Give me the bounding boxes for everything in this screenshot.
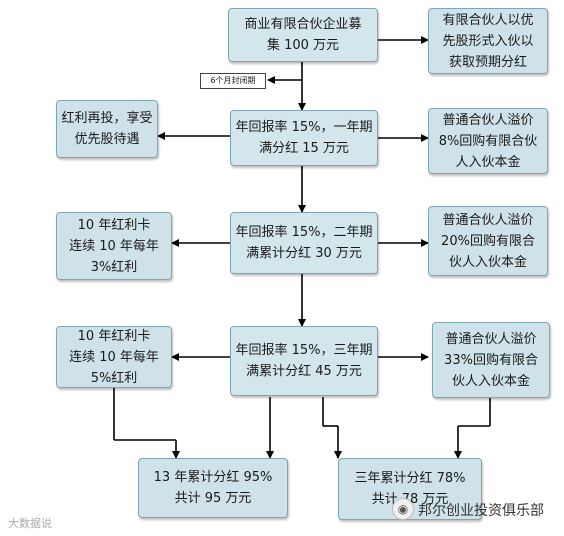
year1-box: 年回报率 15%，一年期 满分红 15 万元	[230, 110, 378, 166]
card-5pct-line-3: 5%红利	[90, 370, 138, 386]
buyback-8-box: 普通合伙人溢价 8%回购有限合伙 人入伙本金	[428, 108, 548, 174]
card-5pct-box: 10 年红利卡 连续 10 年每年 5%红利	[56, 326, 172, 388]
buyback-8-line-3: 人入伙本金	[455, 154, 521, 170]
year1-line-2: 满分红 15 万元	[259, 141, 349, 156]
start-box: 商业有限合伙企业募 集 100 万元	[228, 8, 378, 62]
card-3pct-line-2: 连续 10 年每年	[69, 238, 159, 254]
reinvest-line-1: 红利再投，享受	[61, 111, 153, 126]
year2-line-1: 年回报率 15%，二年期	[235, 225, 373, 240]
year2-box: 年回报率 15%，二年期 满累计分红 30 万元	[230, 212, 378, 274]
buyback-20-line-1: 普通合伙人溢价	[442, 212, 534, 228]
total-13yr-box: 13 年累计分红 95% 共计 95 万元	[138, 458, 288, 518]
buyback-20-line-3: 伙人入伙本金	[448, 254, 527, 270]
start-line-1: 商业有限合伙企业募	[244, 17, 362, 32]
year1-line-1: 年回报率 15%，一年期	[235, 120, 373, 135]
buyback-8-line-1: 普通合伙人溢价	[442, 112, 534, 128]
preferred-line-1: 有限合伙人以优	[442, 12, 534, 28]
lockup-tag: 6个月封闭期	[200, 73, 266, 89]
card-5pct-line-1: 10 年红利卡	[77, 328, 151, 344]
start-line-2: 集 100 万元	[266, 38, 340, 53]
preferred-line-2: 先股形式入伙以	[442, 33, 534, 49]
buyback-33-line-2: 33%回购有限合	[444, 352, 538, 368]
total-13yr-line-1: 13 年累计分红 95%	[153, 470, 273, 485]
total-3yr-line-2: 共计 78 万元	[371, 492, 449, 507]
year3-line-1: 年回报率 15%，三年期	[235, 343, 373, 358]
reinvest-line-2: 优先股待遇	[74, 132, 140, 147]
card-3pct-box: 10 年红利卡 连续 10 年每年 3%红利	[56, 212, 172, 280]
preferred-box: 有限合伙人以优 先股形式入伙以 获取预期分红	[428, 8, 548, 74]
year3-box: 年回报率 15%，三年期 满累计分红 45 万元	[230, 326, 378, 396]
reinvest-box: 红利再投，享受 优先股待遇	[56, 100, 158, 158]
year3-line-2: 满累计分红 45 万元	[246, 364, 362, 379]
buyback-8-line-2: 8%回购有限合伙	[438, 133, 538, 149]
card-3pct-line-1: 10 年红利卡	[77, 217, 151, 233]
buyback-33-box: 普通合伙人溢价 33%回购有限合 伙人入伙本金	[432, 322, 550, 398]
card-5pct-line-2: 连续 10 年每年	[69, 349, 159, 365]
buyback-33-line-3: 伙人入伙本金	[451, 373, 530, 389]
year2-line-2: 满累计分红 30 万元	[246, 246, 362, 261]
watermark-left: 大数据说	[8, 517, 52, 530]
buyback-20-line-2: 20%回购有限合	[441, 233, 535, 249]
watermark-right: 邦尔创业投资俱乐部	[418, 503, 544, 519]
buyback-33-line-1: 普通合伙人溢价	[445, 331, 537, 347]
card-3pct-line-3: 3%红利	[90, 259, 138, 275]
wechat-icon: ◉	[392, 498, 414, 520]
preferred-line-3: 获取预期分红	[448, 54, 527, 70]
buyback-20-box: 普通合伙人溢价 20%回购有限合 伙人入伙本金	[428, 206, 548, 276]
total-3yr-line-1: 三年累计分红 78%	[354, 471, 466, 486]
total-13yr-line-2: 共计 95 万元	[174, 491, 252, 506]
